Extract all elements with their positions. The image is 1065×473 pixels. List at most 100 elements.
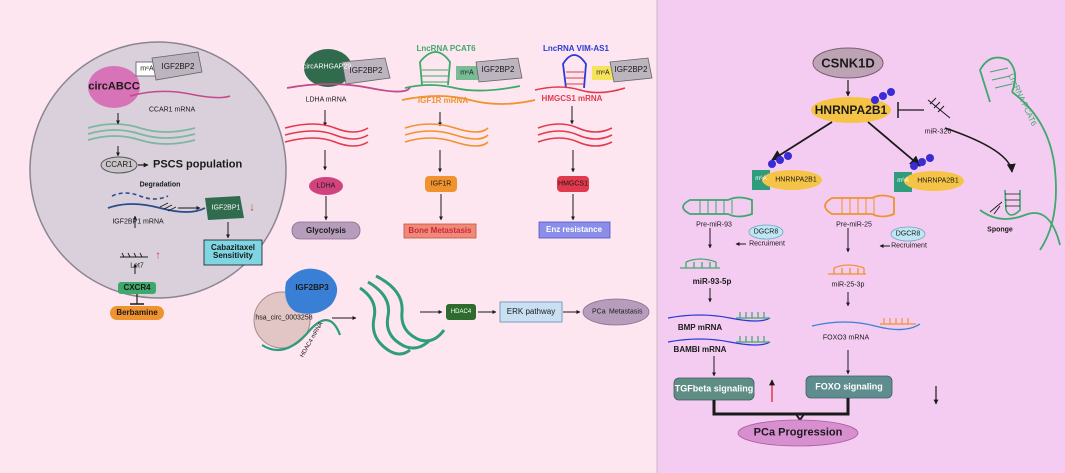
hmgcs1-mrna-label: HMGCS1 mRNA <box>541 94 603 103</box>
let7-label: Let7 <box>130 262 144 270</box>
igf2bp2-label-1: IGF2BP2 <box>161 62 195 71</box>
igf2bp2-shape-3 <box>475 57 523 83</box>
ccar1-label: CCAR1 <box>105 160 133 169</box>
let7-up-arrow: ↑ <box>155 249 161 262</box>
igf2bp2-label-4: IGF2BP2 <box>614 65 648 74</box>
dgcr8-left <box>748 224 784 240</box>
erk-label: ERK pathway <box>506 307 556 316</box>
foxo3-label: FOXO3 mRNA <box>822 334 870 342</box>
recruitment-right-label: Recruiment <box>891 242 927 250</box>
igf2bp1-shape <box>205 196 244 220</box>
phospho-dot-2 <box>879 92 887 100</box>
csnk1d-oval <box>812 47 884 79</box>
ldha-mrna-label: LDHA mRNA <box>305 96 347 104</box>
m6a-label-2: m⁶A <box>460 69 474 77</box>
igf2bp1-mrna-label: IGF2BP1 mRNA <box>112 218 164 226</box>
cxcr4-label: CXCR4 <box>123 283 151 292</box>
m6a-shape-vim <box>592 66 614 80</box>
dgcr8-right <box>890 226 926 242</box>
tgfbeta-label: TGFbeta signaling <box>674 383 754 394</box>
csnk1d-label: CSNK1D <box>821 55 875 71</box>
dgcr8-left-label: DGCR8 <box>753 228 779 236</box>
sponge-label: Sponge <box>987 226 1013 234</box>
igf2bp2-shape-4 <box>609 57 653 83</box>
foxo-label: FOXO signaling <box>815 381 883 392</box>
hnrnpa2b1-right-oval <box>904 171 964 191</box>
enz-resistance-box <box>538 221 611 239</box>
erk-box <box>499 301 563 323</box>
ccar1-mrna-label: CCAR1 mRNA <box>148 106 196 114</box>
dgcr8-right-label: DGCR8 <box>895 230 921 238</box>
pca-progression-oval <box>737 419 859 447</box>
pre-mir93-label: Pre-miR-93 <box>696 221 732 229</box>
igf2bp3-label: IGF2BP3 <box>295 283 329 292</box>
circarhgap29-label: circARHGAP29 <box>302 63 352 71</box>
hmgcs1-protein-shape <box>557 176 589 192</box>
igf1r-protein-label: IGF1R <box>430 180 452 188</box>
mir25-strand <box>828 268 866 275</box>
pre-mir25-hairpin <box>824 194 895 218</box>
cabazitaxel-box <box>203 239 263 266</box>
cxcr4-shape <box>118 282 156 294</box>
hmgcs1-protein-label: HMGCS1 <box>558 180 588 188</box>
phospho-dot-3 <box>887 88 895 96</box>
igf1r-protein-shape <box>425 176 457 192</box>
hdac4-shape <box>446 304 476 320</box>
pscs-label: PSCS population <box>153 158 243 171</box>
m6a-label-1: m⁶A <box>140 65 154 73</box>
igf2bp2-shape-2 <box>341 57 391 85</box>
cabazitaxel-label: Cabazitaxel Sensitivity <box>210 243 256 260</box>
mir93-strand <box>680 262 720 269</box>
ccar1-shape <box>100 156 138 174</box>
hnrnpa2b1-left-oval <box>762 170 822 190</box>
pcat6-title: LncRNA PCAT6 <box>416 44 476 53</box>
glycolysis-box <box>291 221 361 240</box>
ldha-protein-label: LDHA <box>316 182 336 190</box>
hnrnpa2b1-main-label: HNRNPA2B1 <box>814 103 888 117</box>
igf1r-mrna-label: IGF1R mRNA <box>417 96 469 105</box>
bambi-label: BAMBI mRNA <box>673 345 727 354</box>
mir326-label: miR-326 <box>924 128 952 136</box>
ldha-protein-shape <box>309 177 343 195</box>
pre-mir25-label: Pre-miR-25 <box>836 221 872 229</box>
enz-resistance-label: Enz resistance <box>545 225 603 234</box>
hdac4-label: HDAC4 <box>450 309 472 315</box>
igf2bp2-label-2: IGF2BP2 <box>349 66 383 75</box>
bmp-label: BMP mRNA <box>677 323 723 332</box>
mir93-label: miR-93-5p <box>692 277 732 286</box>
phospho-dot-1 <box>871 96 879 104</box>
m6a-label-right: m⁶A <box>897 178 909 184</box>
pca-label: PCa <box>592 308 606 316</box>
m6a-shape-left <box>752 170 770 190</box>
pca-progression-label: PCa Progression <box>753 426 843 439</box>
bone-metastasis-label: Bone Metastasis <box>408 226 472 235</box>
mir326-strand <box>927 97 951 119</box>
igf2bp2-label-3: IGF2BP2 <box>481 65 515 74</box>
metastasis-label: Metastasis <box>609 308 643 316</box>
hnrnpa2b1-left-label: HNRNPA2B1 <box>775 176 817 184</box>
m6a-label-left: m⁶A <box>755 176 767 182</box>
pre-mir93-hairpin <box>682 196 753 218</box>
circabcc-shape <box>88 66 140 108</box>
circarhgap29-shape <box>304 49 352 87</box>
bone-metastasis-box <box>403 223 477 239</box>
m6a-shape-pcat6 <box>456 66 478 80</box>
vim-title: LncRNA VIM-AS1 <box>543 44 609 53</box>
m6a-label-3: m⁶A <box>596 69 610 77</box>
mir25-label: miR-25-3p <box>831 281 865 289</box>
hsa-circ-label: hsa_circ_0003258 <box>255 314 313 322</box>
igf2bp2-shape-1 <box>151 51 203 81</box>
igf2bp1-down-arrow: ↓ <box>249 201 255 214</box>
degradation-label: Degradation <box>139 181 181 189</box>
igf2bp3-shape <box>285 268 338 314</box>
glycolysis-label: Glycolysis <box>305 226 347 235</box>
recruitment-left-label: Recruiment <box>749 240 785 248</box>
circabcc-label: circABCC <box>88 80 140 93</box>
berbamine-label: Berbamine <box>116 308 158 317</box>
berbamine-shape <box>110 306 164 320</box>
hnrnpa2b1-main-oval <box>811 97 891 123</box>
hnrnpa2b1-right-label: HNRNPA2B1 <box>917 177 959 185</box>
pca-metastasis-oval <box>582 298 650 326</box>
igf2bp1-label: IGF2BP1 <box>211 204 241 212</box>
